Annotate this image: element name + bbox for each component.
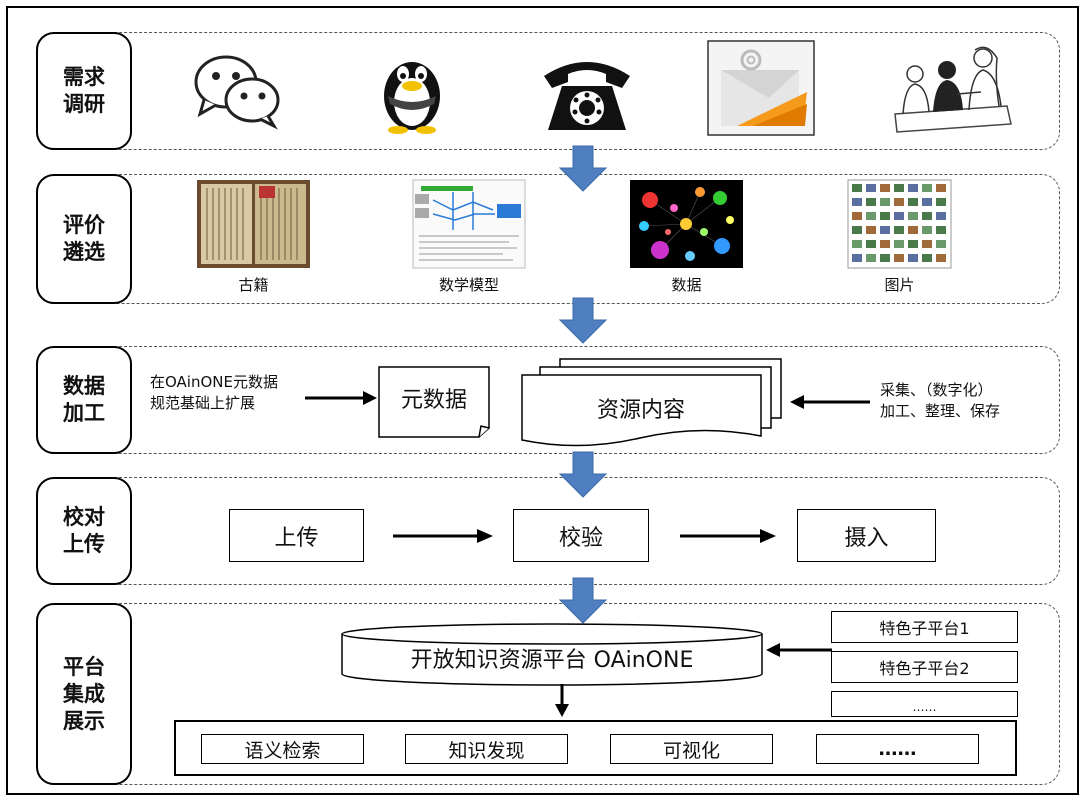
step-verify: 校验 bbox=[513, 509, 649, 562]
arrow-platform-to-features bbox=[555, 684, 569, 717]
metadata-document-shape bbox=[378, 366, 490, 438]
flow-arrow-4 bbox=[558, 577, 608, 624]
metadata-extension-note: 在OAinONE元数据规范基础上扩展 bbox=[150, 372, 320, 414]
metadata-extension-note-line: 在OAinONE元数据 bbox=[150, 373, 278, 391]
subplatform-more: …… bbox=[831, 691, 1018, 717]
arrow-upload-to-verify bbox=[393, 529, 493, 543]
subplatform-2: 特色子平台2 bbox=[831, 651, 1018, 683]
resource-caption-math-model: 数学模型 bbox=[438, 276, 499, 294]
diagram-frame bbox=[6, 6, 1079, 795]
resource-caption-data: 数据 bbox=[671, 276, 702, 294]
subplatform-1: 特色子平台1 bbox=[831, 611, 1018, 643]
feature-more: …… bbox=[816, 734, 979, 764]
arrow-subplatforms-to-platform bbox=[766, 643, 832, 657]
qq-penguin-icon bbox=[384, 62, 440, 134]
image-grid-icon bbox=[847, 179, 952, 269]
meeting-people-icon bbox=[894, 46, 1012, 133]
feature-knowledge-discovery: 知识发现 bbox=[405, 734, 568, 764]
stage-label-platform: 平台集成展示 bbox=[36, 603, 132, 785]
wechat-icon bbox=[194, 55, 280, 130]
feature-semantic-search: 语义检索 bbox=[201, 734, 364, 764]
step-ingest: 摄入 bbox=[797, 509, 936, 562]
stage-label-upload: 校对上传 bbox=[36, 477, 132, 585]
metadata-label: 元数据 bbox=[400, 388, 467, 413]
collection-processing-note: 采集、（数字化） 加工、整理、保存 bbox=[880, 380, 1050, 422]
arrow-note-to-content bbox=[790, 395, 870, 409]
email-envelope-icon bbox=[707, 40, 815, 136]
feature-visualization: 可视化 bbox=[610, 734, 773, 764]
collection-processing-note-line: 加工、整理、保存 bbox=[880, 402, 1001, 420]
resource-content-stack-shape bbox=[521, 358, 782, 447]
arrow-note-to-metadata bbox=[305, 391, 377, 405]
telephone-icon bbox=[544, 62, 630, 130]
platform-database-cylinder bbox=[341, 623, 763, 686]
metadata-extension-note-line: 规范基础上扩展 bbox=[150, 394, 256, 412]
ancient-book-icon bbox=[197, 180, 310, 268]
flow-arrow-3 bbox=[558, 451, 608, 498]
stage-label-processing: 数据加工 bbox=[36, 346, 132, 454]
features-container bbox=[174, 720, 1017, 776]
stage-label-research: 需求调研 bbox=[36, 32, 132, 150]
flow-arrow-2 bbox=[558, 297, 608, 344]
arrow-verify-to-ingest bbox=[680, 529, 776, 543]
data-network-icon bbox=[630, 180, 743, 268]
resource-caption-images: 图片 bbox=[884, 276, 915, 294]
step-upload: 上传 bbox=[229, 509, 364, 562]
math-model-icon bbox=[412, 179, 526, 269]
resource-caption-ancient-books: 古籍 bbox=[238, 276, 269, 294]
collection-processing-note-line: 采集、（数字化） bbox=[880, 381, 993, 399]
resource-content-label: 资源内容 bbox=[596, 398, 685, 423]
flow-arrow-1 bbox=[558, 145, 608, 192]
stage-label-evaluation: 评价遴选 bbox=[36, 174, 132, 304]
platform-name: 开放知识资源平台 OAinONE bbox=[410, 648, 694, 673]
